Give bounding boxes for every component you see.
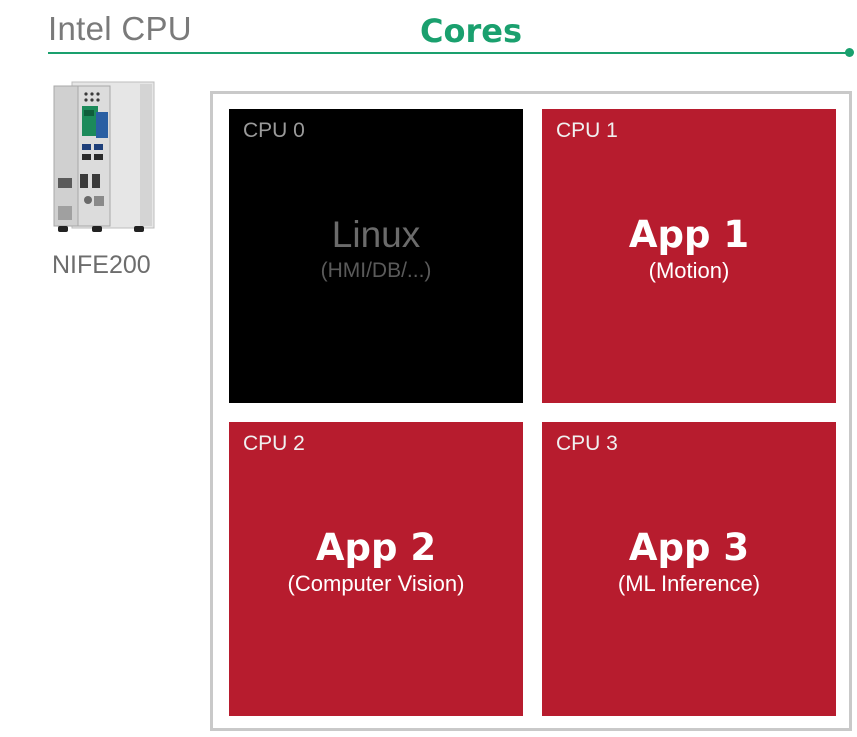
core-title: App 2 (315, 526, 437, 569)
header-subtitle: Cores (420, 12, 522, 50)
header-rule-dot (845, 48, 854, 57)
core-cpu-1: CPU 1 App 1 (Motion) (542, 109, 836, 403)
core-title: App 1 (628, 213, 750, 256)
core-cpu-label: CPU 0 (243, 119, 305, 142)
core-cpu-0: CPU 0 Linux (HMI/DB/...) (229, 109, 523, 403)
core-cpu-3: CPU 3 App 3 (ML Inference) (542, 422, 836, 716)
core-title: Linux (331, 214, 421, 255)
core-cpu-label: CPU 1 (556, 119, 618, 142)
core-subtitle: (Motion) (648, 258, 730, 283)
core-subtitle: (ML Inference) (617, 571, 761, 596)
core-cpu-label: CPU 3 (556, 432, 618, 455)
cores-frame: CPU 0 Linux (HMI/DB/...) CPU 1 App 1 (Mo… (210, 91, 852, 731)
core-body: App 1 (Motion) (542, 213, 836, 285)
core-cpu-2: CPU 2 App 2 (Computer Vision) (229, 422, 523, 716)
core-body: Linux (HMI/DB/...) (229, 213, 523, 285)
header-title: Intel CPU (48, 10, 192, 47)
core-subtitle: (HMI/DB/...) (320, 259, 432, 282)
core-title: App 3 (628, 526, 750, 569)
header-rule (48, 52, 848, 54)
industrial-pc-image (53, 81, 155, 232)
core-body: App 3 (ML Inference) (542, 526, 836, 598)
core-subtitle: (Computer Vision) (287, 571, 465, 596)
device-label: NIFE200 (52, 251, 151, 279)
core-body: App 2 (Computer Vision) (229, 526, 523, 598)
core-cpu-label: CPU 2 (243, 432, 305, 455)
